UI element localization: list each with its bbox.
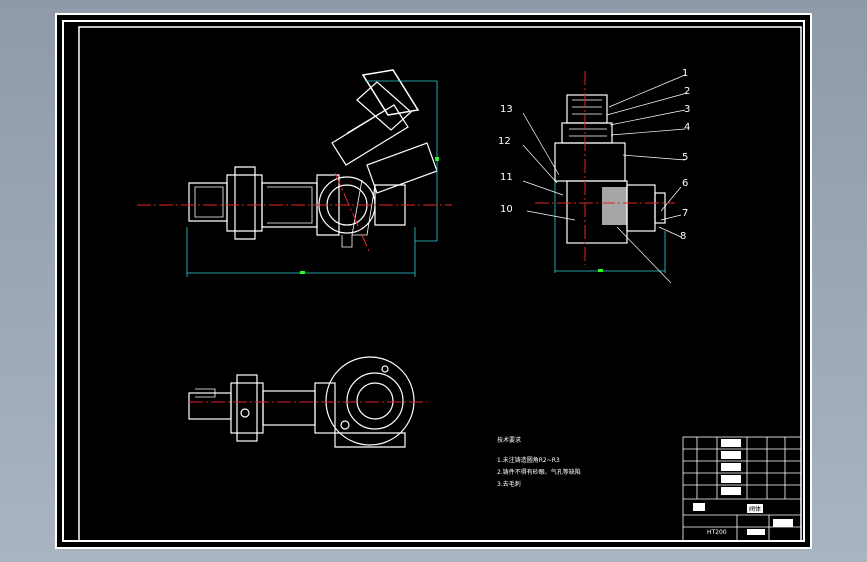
inner-border xyxy=(62,20,805,542)
balloon-2: 2 xyxy=(684,86,691,97)
balloon-3: 3 xyxy=(684,104,691,115)
balloon-11: 11 xyxy=(500,172,513,183)
tech-line-3: 3.去毛刺 xyxy=(497,481,521,488)
balloon-8: 8 xyxy=(680,231,687,242)
drawing-sheet: 1 2 3 4 5 6 7 8 10 11 12 13 技术要求 1.未注铸造圆… xyxy=(55,13,812,549)
balloon-6: 6 xyxy=(682,178,689,189)
balloon-5: 5 xyxy=(682,152,689,163)
balloon-13: 13 xyxy=(500,104,513,115)
side-view xyxy=(522,74,688,284)
balloon-1: 1 xyxy=(682,68,689,79)
tech-heading: 技术要求 xyxy=(497,437,522,444)
cad-drawing xyxy=(62,20,805,542)
balloon-7: 7 xyxy=(682,208,689,219)
balloon-4: 4 xyxy=(684,122,691,133)
tech-line-1: 1.未注铸造圆角R2~R3 xyxy=(497,457,560,464)
title-block-material: HT200 xyxy=(707,529,727,536)
top-view xyxy=(188,356,415,448)
balloon-10: 10 xyxy=(500,204,513,215)
title-block-name: 阀体 xyxy=(747,504,764,513)
drawing-frame xyxy=(78,26,802,542)
front-view xyxy=(186,69,439,277)
title-block xyxy=(682,436,802,542)
tech-line-2: 2.铸件不得有砂眼、气孔等缺陷 xyxy=(497,469,581,476)
balloon-12: 12 xyxy=(498,136,511,147)
